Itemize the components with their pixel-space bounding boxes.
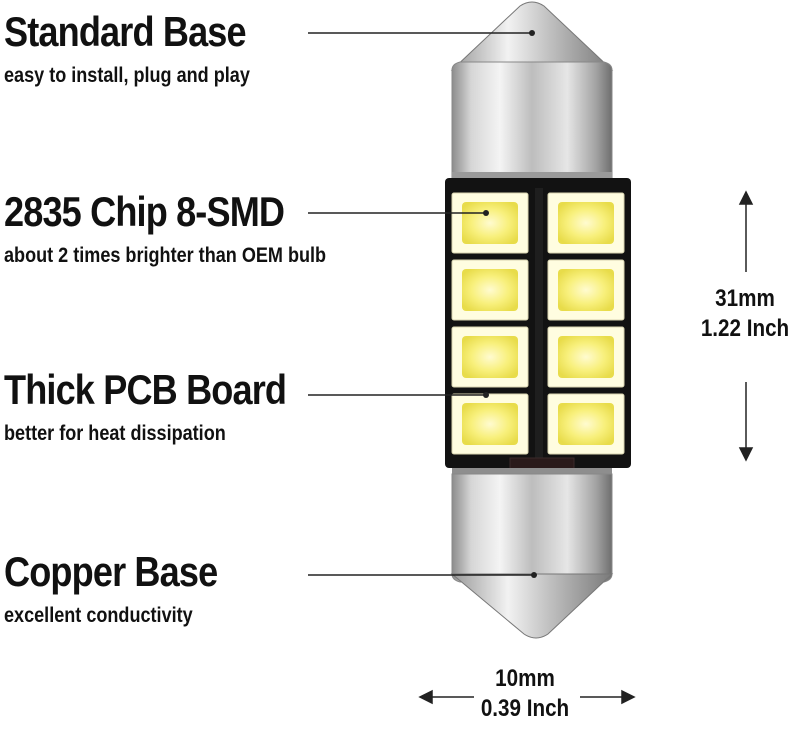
width-dimension-arrow xyxy=(418,689,636,705)
feature-subtitle: excellent conductivity xyxy=(4,604,193,627)
feature-subtitle: about 2 times brighter than OEM bulb xyxy=(4,244,327,267)
feature-title: Copper Base xyxy=(4,548,218,595)
length-label: 31mm 1.22 Inch xyxy=(698,284,793,344)
top-metal-cap xyxy=(450,1,614,180)
leader-dot xyxy=(531,572,537,578)
led-chip xyxy=(547,326,625,388)
leader-lines xyxy=(308,32,534,576)
led-chip xyxy=(547,192,625,254)
led-chip xyxy=(547,259,625,321)
feature-title: Thick PCB Board xyxy=(4,366,287,413)
feature-title: Standard Base xyxy=(4,8,247,55)
led-chip xyxy=(451,259,529,321)
feature-chip: 2835 Chip 8-SMD about 2 times brighter t… xyxy=(4,190,379,268)
feature-pcb-board: Thick PCB Board better for heat dissipat… xyxy=(4,368,332,446)
length-inch: 1.22 Inch xyxy=(700,315,790,342)
feature-standard-base: Standard Base easy to install, plug and … xyxy=(4,10,290,88)
led-chip xyxy=(451,326,529,388)
leader-dot xyxy=(483,392,489,398)
width-label: 10mm 0.39 Inch xyxy=(478,664,573,724)
leader-dot xyxy=(483,210,489,216)
width-inch: 0.39 Inch xyxy=(480,695,570,722)
feature-title: 2835 Chip 8-SMD xyxy=(4,188,285,235)
leader-dot xyxy=(529,30,535,36)
led-chip xyxy=(451,192,529,254)
feature-subtitle: easy to install, plug and play xyxy=(4,64,250,87)
led-chip xyxy=(547,393,625,455)
bottom-metal-cap xyxy=(450,468,614,639)
width-mm: 10mm xyxy=(495,665,555,692)
feature-subtitle: better for heat dissipation xyxy=(4,422,226,445)
length-dimension-arrow xyxy=(738,190,754,462)
led-chip xyxy=(451,393,529,455)
feature-copper-base: Copper Base excellent conductivity xyxy=(4,550,252,628)
led-chip-grid xyxy=(451,192,625,455)
length-mm: 31mm xyxy=(715,285,775,312)
